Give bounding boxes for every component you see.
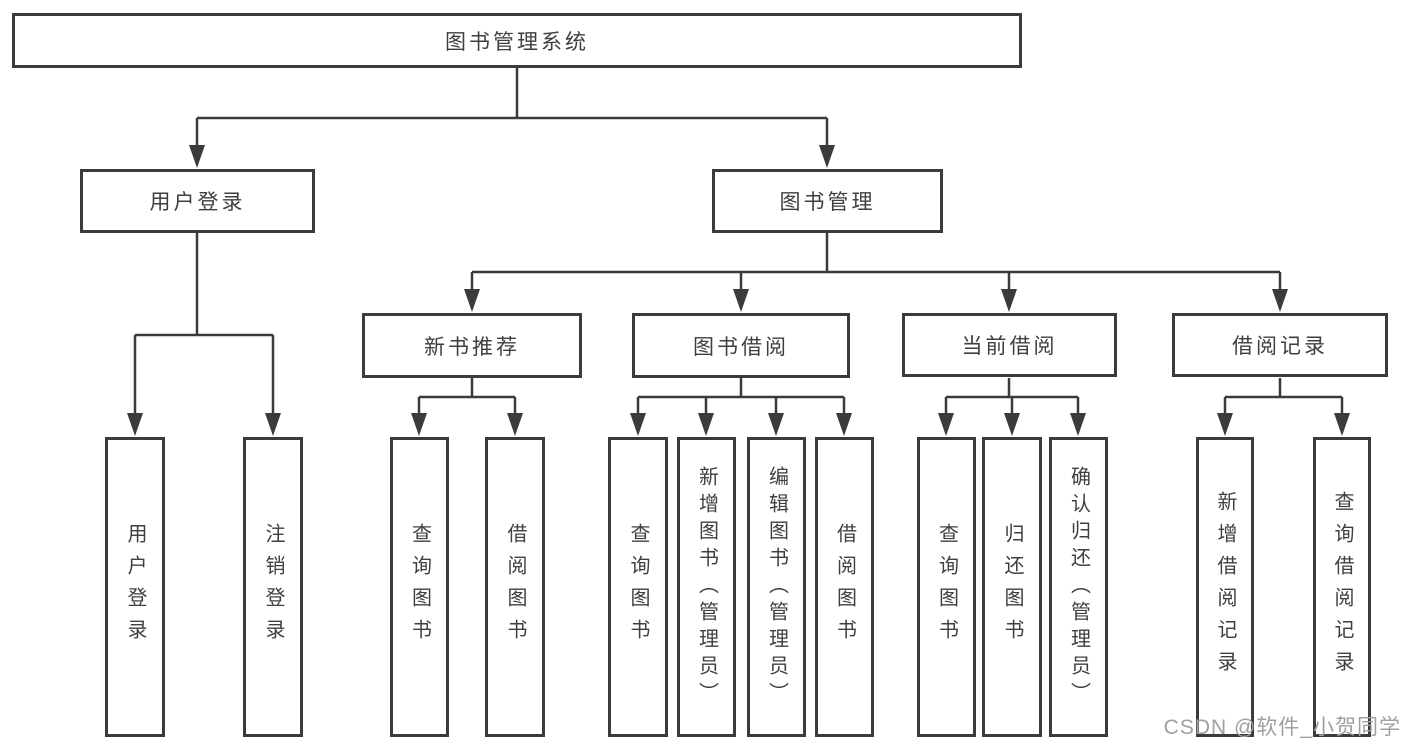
arrowhead <box>768 413 784 436</box>
leaf-label: 查询图书 <box>627 523 649 651</box>
arrowhead <box>127 413 143 436</box>
node-book-management: 图书管理 <box>712 169 943 233</box>
node-leaf-add-book-admin: 新增图书（管理员） <box>677 437 736 737</box>
arrowhead <box>507 413 523 436</box>
node-user-login: 用户登录 <box>80 169 315 233</box>
leaf-label: 查询图书 <box>408 523 431 651</box>
connector-current-borrow-subtree <box>944 378 1080 420</box>
connector-user-login-subtree <box>133 233 275 420</box>
arrowhead <box>1070 413 1086 436</box>
leaf-label: 注销登录 <box>262 523 284 651</box>
arrowhead <box>411 413 427 436</box>
leaf-label: 编辑图书（管理员） <box>765 465 788 709</box>
connector-root-to-level2 <box>195 68 829 152</box>
arrowhead <box>938 413 954 436</box>
leaf-label: 查询图书 <box>935 523 958 651</box>
leaf-label: 用户登录 <box>124 523 146 651</box>
node-leaf-borrow-books-2: 借阅图书 <box>815 437 874 737</box>
leaf-label: 新增借阅记录 <box>1214 491 1236 683</box>
node-leaf-query-books-3: 查询图书 <box>917 437 976 737</box>
leaf-label: 借阅图书 <box>504 523 526 651</box>
arrowhead <box>189 145 205 168</box>
node-borrowing-records: 借阅记录 <box>1172 313 1388 377</box>
arrowhead <box>1217 413 1233 436</box>
arrowhead <box>698 413 714 436</box>
leaf-label: 归还图书 <box>1001 523 1023 651</box>
node-leaf-query-books-1: 查询图书 <box>390 437 449 737</box>
arrowhead <box>733 289 749 312</box>
arrowhead <box>1272 289 1288 312</box>
node-leaf-edit-book-admin: 编辑图书（管理员） <box>747 437 806 737</box>
arrowhead <box>265 413 281 436</box>
arrowhead <box>630 413 646 436</box>
arrowhead <box>836 413 852 436</box>
node-root-library-management-system: 图书管理系统 <box>12 13 1022 68</box>
node-current-borrowing: 当前借阅 <box>902 313 1117 377</box>
node-leaf-confirm-return-admin: 确认归还（管理员） <box>1049 437 1108 737</box>
node-leaf-query-books-2: 查询图书 <box>608 437 668 737</box>
node-leaf-borrow-books-1: 借阅图书 <box>485 437 545 737</box>
node-leaf-add-borrow-record: 新增借阅记录 <box>1196 437 1254 737</box>
connector-book-borrow-subtree <box>636 378 846 420</box>
leaf-label: 确认归还（管理员） <box>1067 465 1090 709</box>
leaf-label: 查询借阅记录 <box>1331 491 1353 683</box>
node-leaf-logout: 注销登录 <box>243 437 303 737</box>
node-leaf-return-book: 归还图书 <box>982 437 1042 737</box>
arrowheads <box>127 145 1350 436</box>
arrowhead <box>819 145 835 168</box>
arrowhead <box>1001 289 1017 312</box>
leaf-label: 借阅图书 <box>833 523 856 651</box>
arrowhead <box>1334 413 1350 436</box>
arrowhead <box>1004 413 1020 436</box>
node-leaf-user-login: 用户登录 <box>105 437 165 737</box>
leaf-label: 新增图书（管理员） <box>695 465 718 709</box>
connector-book-mgmt-to-level3 <box>470 233 1282 296</box>
connector-new-book-rec-subtree <box>417 378 517 420</box>
connector-borrow-record-subtree <box>1223 378 1344 420</box>
arrowhead <box>464 289 480 312</box>
node-leaf-query-borrow-record: 查询借阅记录 <box>1313 437 1371 737</box>
node-new-book-recommend: 新书推荐 <box>362 313 582 378</box>
node-book-borrowing: 图书借阅 <box>632 313 850 378</box>
